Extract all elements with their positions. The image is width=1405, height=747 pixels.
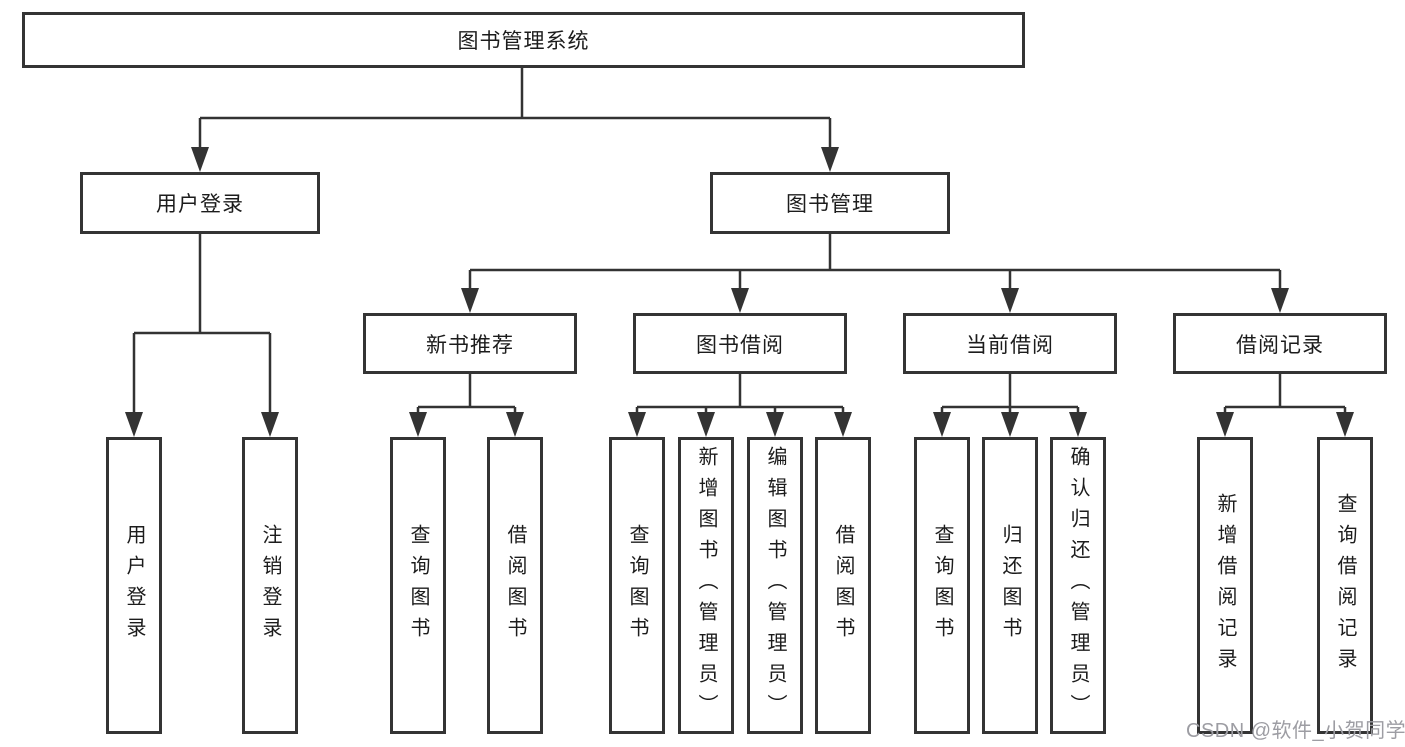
node-label: 图书管理系统 [457,30,590,53]
leaf-label: 新增图书（管理员） [695,446,717,725]
leaf-add-borrow-record: 新增借阅记录 [1197,437,1253,734]
arrow-down-icon [191,147,209,172]
leaf-borrow-book-recommend: 借阅图书 [487,437,543,734]
arrow-down-icon [1216,412,1234,437]
node-label: 用户登录 [156,193,244,216]
leaf-label: 借阅图书 [504,523,526,648]
leaf-label: 确认归还（管理员） [1067,446,1089,725]
node-borrow-record: 借阅记录 [1173,313,1387,374]
arrow-down-icon [506,412,524,437]
leaf-query-book-recommend: 查询图书 [390,437,446,734]
leaf-return-book: 归还图书 [982,437,1038,734]
arrow-down-icon [766,412,784,437]
leaf-query-borrow-record: 查询借阅记录 [1317,437,1373,734]
leaf-label: 新增借阅记录 [1214,492,1236,679]
node-user-login: 用户登录 [80,172,320,234]
arrow-down-icon [628,412,646,437]
watermark: CSDN @软件_小贺同学 [1186,720,1405,742]
leaf-label: 查询图书 [626,523,648,648]
node-label: 借阅记录 [1236,333,1324,357]
leaf-add-book-admin: 新增图书（管理员） [678,437,734,734]
leaf-confirm-return-admin: 确认归还（管理员） [1050,437,1106,734]
node-current-borrow: 当前借阅 [903,313,1117,374]
arrow-down-icon [409,412,427,437]
connector-currentborrow-to-leaves [940,374,1080,414]
arrow-down-icon [933,412,951,437]
arrow-down-icon [125,412,143,437]
node-label: 图书管理 [786,193,874,216]
arrow-down-icon [1069,412,1087,437]
leaf-logout: 注销登录 [242,437,298,734]
connector-bookborrow-to-leaves [635,374,845,414]
arrow-down-icon [821,147,839,172]
leaf-label: 编辑图书（管理员） [764,446,786,725]
leaf-label: 查询图书 [407,523,429,648]
node-label: 当前借阅 [966,333,1054,357]
connector-userlogin-to-leaves [132,234,272,414]
node-library-management-system: 图书管理系统 [22,12,1025,68]
arrowheads [125,147,1354,437]
leaf-label: 用户登录 [123,523,145,648]
leaf-query-book-current: 查询图书 [914,437,970,734]
leaf-borrow-book: 借阅图书 [815,437,871,734]
node-book-borrow: 图书借阅 [633,313,847,374]
arrow-down-icon [1001,288,1019,313]
connector-bookmgmt-to-level2 [468,234,1282,290]
leaf-user-login: 用户登录 [106,437,162,734]
arrow-down-icon [1271,288,1289,313]
leaf-label: 借阅图书 [832,523,854,648]
arrow-down-icon [834,412,852,437]
arrow-down-icon [461,288,479,313]
node-label: 新书推荐 [426,333,514,357]
arrow-down-icon [731,288,749,313]
arrow-down-icon [697,412,715,437]
leaf-label: 注销登录 [259,523,281,648]
node-label: 图书借阅 [696,333,784,357]
leaf-query-book-borrow: 查询图书 [609,437,665,734]
node-new-book-recommend: 新书推荐 [363,313,577,374]
node-book-management: 图书管理 [710,172,950,234]
arrow-down-icon [261,412,279,437]
leaf-label: 查询图书 [931,523,953,648]
arrow-down-icon [1336,412,1354,437]
connector-root-to-level1 [198,66,832,149]
connector-newbook-to-leaves [416,374,517,414]
arrow-down-icon [1001,412,1019,437]
leaf-label: 归还图书 [999,523,1021,648]
leaf-edit-book-admin: 编辑图书（管理员） [747,437,803,734]
leaf-label: 查询借阅记录 [1334,492,1356,679]
connector-borrowrecord-to-leaves [1223,374,1347,414]
